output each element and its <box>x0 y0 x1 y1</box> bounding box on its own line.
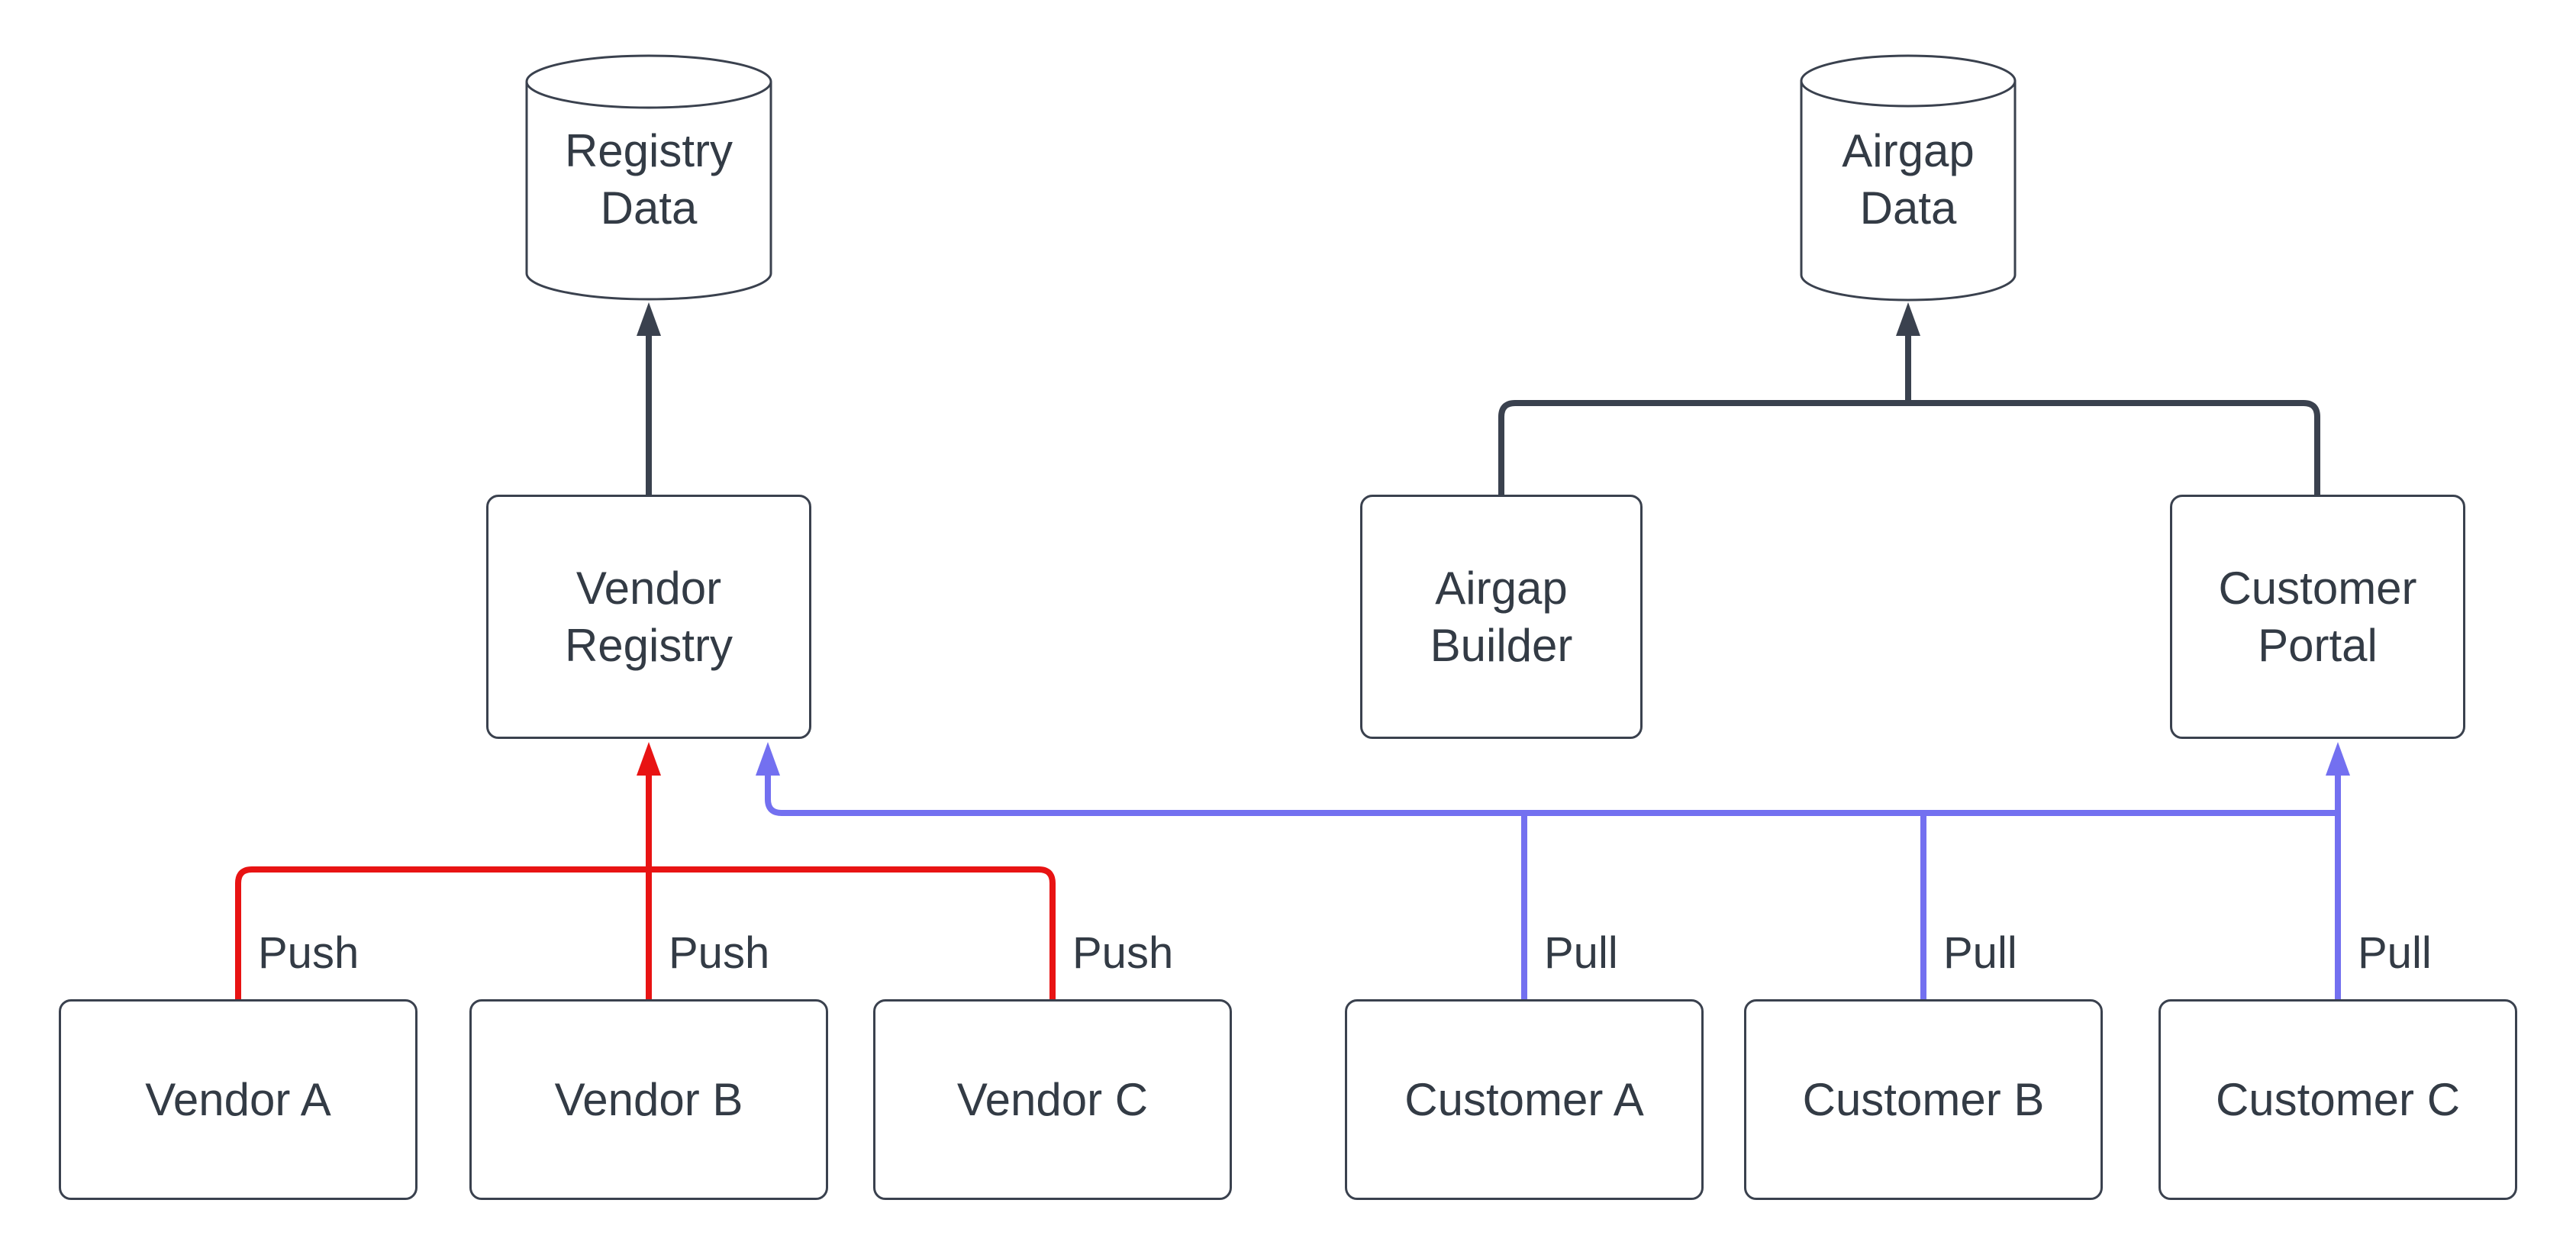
node-registry-data-label-box: Registry Data <box>527 122 771 237</box>
node-vendor-c: Vendor C <box>873 999 1232 1200</box>
vendor-registry-label: Vendor Registry <box>564 563 733 671</box>
customer-portal-label: Customer Portal <box>2218 563 2417 671</box>
node-customer-portal: Customer Portal <box>2170 495 2465 739</box>
data-edges-group <box>646 334 2320 495</box>
arrowhead-into-airgap-data <box>1896 302 1920 336</box>
airgap-data-label: Airgap Data <box>1842 125 1975 234</box>
edge-vendor-a-push <box>235 866 649 999</box>
edge-label-push-c: Push <box>1072 928 1174 978</box>
airgap-data-cylinder <box>1800 54 2017 302</box>
edge-label-push-b: Push <box>669 928 770 978</box>
edge-builder-portal-trunk <box>1498 400 2320 495</box>
edge-pull-trunk <box>765 774 2338 816</box>
airgap-data-cylinder-body <box>1800 81 2017 302</box>
arrowhead-push-into-vendor-registry <box>637 742 661 776</box>
node-customer-a: Customer A <box>1345 999 1704 1200</box>
registry-data-label: Registry Data <box>564 125 733 234</box>
vendor-b-label: Vendor B <box>554 1074 743 1125</box>
registry-data-cylinder-body <box>525 82 772 301</box>
airgap-data-cylinder-top <box>1800 54 2017 108</box>
registry-data-cylinder <box>525 54 772 301</box>
arrowhead-pull-into-vendor-registry <box>756 742 780 776</box>
node-vendor-a: Vendor A <box>59 999 418 1200</box>
node-vendor-b: Vendor B <box>469 999 828 1200</box>
customer-b-label: Customer B <box>1802 1074 2045 1125</box>
edge-vendor-c-push <box>649 866 1056 999</box>
airgap-builder-label: Airgap Builder <box>1430 563 1573 671</box>
pull-edges-group <box>765 774 2341 999</box>
node-airgap-builder: Airgap Builder <box>1360 495 1643 739</box>
node-customer-c: Customer C <box>2158 999 2517 1200</box>
push-edges-group <box>235 774 1056 999</box>
node-vendor-registry: Vendor Registry <box>486 495 811 739</box>
customer-a-label: Customer A <box>1404 1074 1644 1125</box>
node-airgap-data-label-box: Airgap Data <box>1801 122 2015 237</box>
vendor-c-label: Vendor C <box>956 1074 1149 1125</box>
arrowhead-pull-into-customer-portal <box>2326 742 2350 776</box>
edge-label-pull-a: Pull <box>1544 928 1618 978</box>
edge-label-pull-b: Pull <box>1943 928 2017 978</box>
edge-label-push-a: Push <box>258 928 359 978</box>
registry-data-cylinder-top <box>525 54 772 109</box>
vendor-a-label: Vendor A <box>145 1074 331 1125</box>
arrowhead-into-registry-data <box>637 302 661 336</box>
customer-c-label: Customer C <box>2215 1074 2461 1125</box>
edge-label-pull-c: Pull <box>2358 928 2432 978</box>
node-customer-b: Customer B <box>1744 999 2103 1200</box>
